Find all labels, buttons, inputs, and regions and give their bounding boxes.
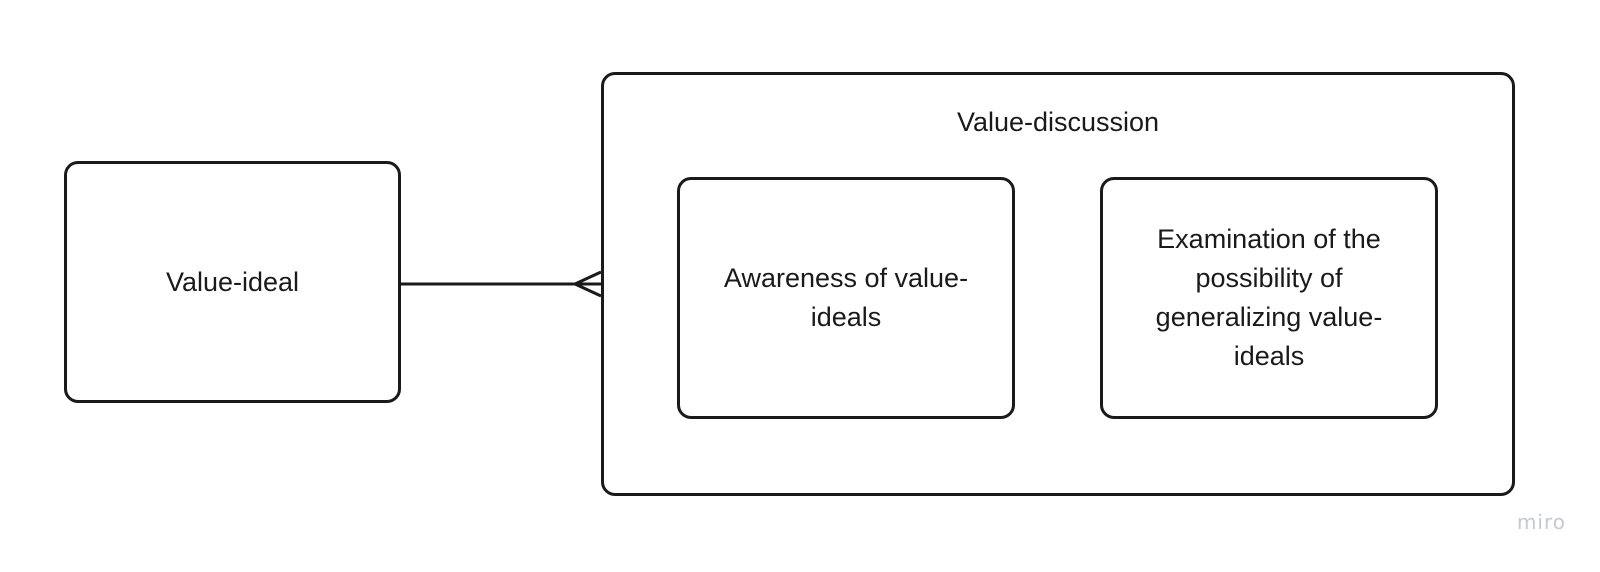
examination-label: Examination of the possibility of genera… [1155,224,1383,371]
value-ideal-box[interactable] [64,161,401,403]
examination-box[interactable] [1100,177,1438,419]
miro-watermark: miro [1516,510,1566,534]
awareness-box[interactable] [677,177,1015,419]
crows-foot-lower-prong [574,282,602,298]
value-discussion-title: Value-discussion [956,107,1160,137]
value-ideal-label: Value-ideal [165,266,300,297]
awareness-label: Awareness of value-ideals [723,263,969,332]
crows-foot-upper-prong [574,270,602,286]
